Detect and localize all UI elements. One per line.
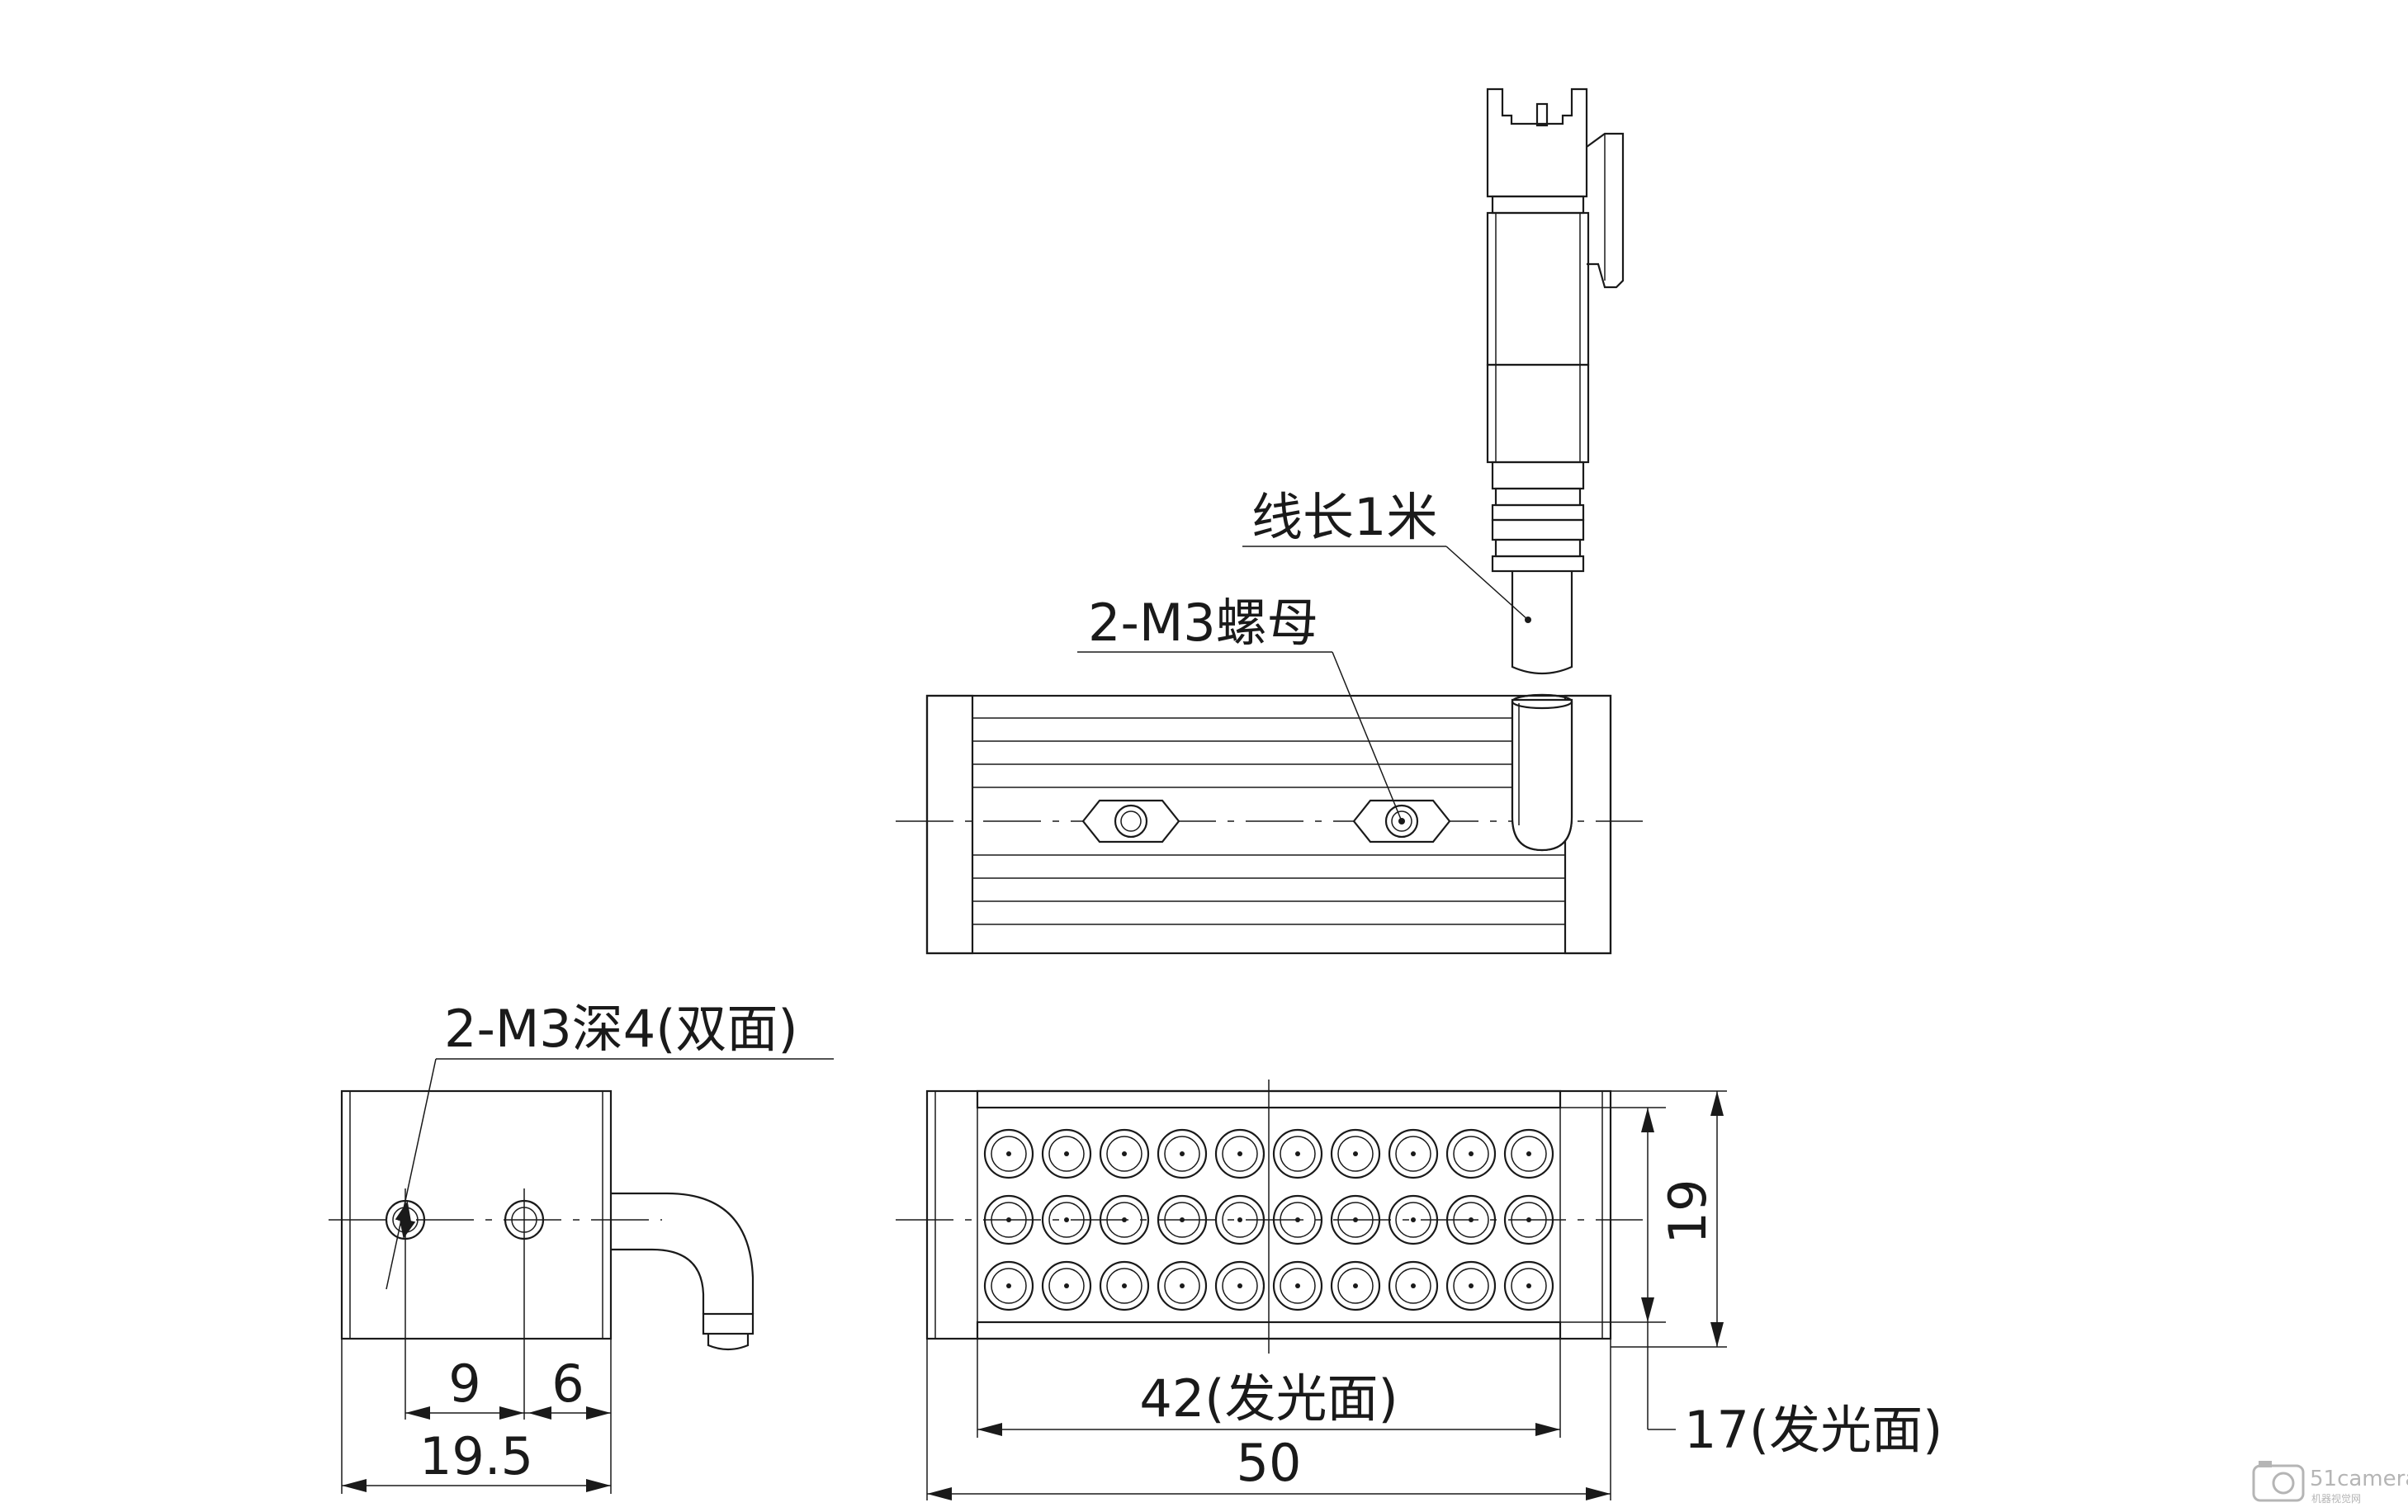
led [1503,1260,1554,1311]
side-dimensions: 9 6 19.5 [341,1339,612,1494]
cable-length-label: 线长1米 [1251,487,1437,547]
dim-17-emit: 17(发光面) [1684,1400,1942,1460]
top-view [896,693,1643,955]
dim-19-5: 19.5 [419,1426,533,1486]
watermark-subtitle: 机器视觉网 [2311,1492,2361,1505]
nut-label: 2-M3螺母 [1088,593,1318,653]
led [1330,1260,1381,1311]
led [1157,1128,1208,1179]
led [1503,1128,1554,1179]
led [1445,1260,1497,1311]
led [1099,1260,1150,1311]
led [1272,1260,1323,1311]
led [1388,1260,1439,1311]
nut-callout: 2-M3螺母 [1077,593,1403,822]
led [1041,1260,1092,1311]
led [1214,1128,1266,1179]
led [1272,1128,1323,1179]
dim-6: 6 [551,1354,584,1414]
watermark: 51camera 机器视觉网 [2252,1461,2408,1505]
led [1099,1128,1150,1179]
front-dimensions: 42(发光面) 50 19 17(发光面) [926,1090,1942,1500]
cable-length-callout: 线长1米 [1242,487,1531,623]
dim-9: 9 [448,1354,480,1414]
dim-19: 19 [1658,1179,1718,1245]
led [1388,1128,1439,1179]
dim-42-emit: 42(发光面) [1139,1368,1398,1429]
led [1157,1260,1208,1311]
led [983,1260,1034,1311]
watermark-brand: 51camera [2310,1467,2408,1491]
led [1041,1128,1092,1179]
led [1330,1128,1381,1179]
side-view [329,1089,755,1420]
nut-left [1081,799,1180,843]
camera-logo-icon [2252,1461,2305,1502]
led [983,1128,1034,1179]
hole-callout: 2-M3深4(双面) [386,999,834,1290]
led [1214,1260,1266,1311]
hole-label: 2-M3深4(双面) [444,999,798,1059]
dim-50: 50 [1237,1433,1302,1493]
heat-fins [972,717,1565,925]
led [1445,1128,1497,1179]
front-view [896,1080,1643,1354]
